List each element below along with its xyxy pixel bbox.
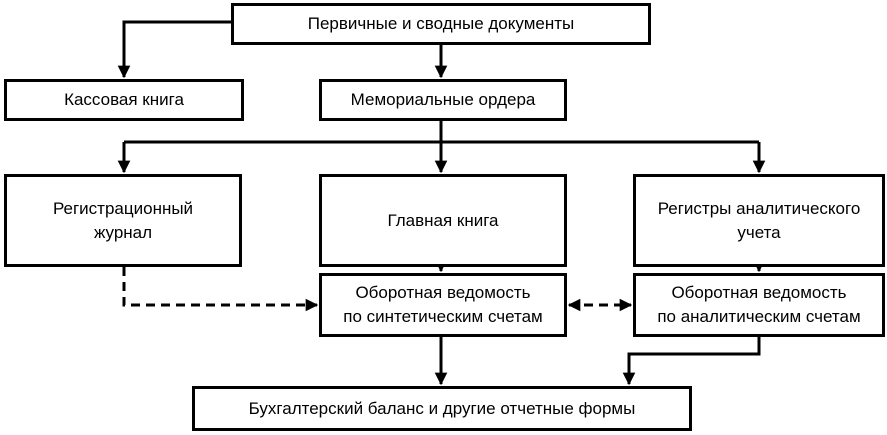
node-memorial-orders-label: Мемориальные ордера [350, 90, 536, 109]
node-turnover-synthetic-line2: по синтетическим счетам [343, 307, 543, 326]
node-registration-journal: Регистрационный журнал [4, 174, 242, 267]
node-analytic-registers-line1: Регистры аналитического [657, 198, 861, 218]
node-turnover-synthetic: Оборотная ведомость по синтетическим сче… [319, 273, 567, 337]
node-registration-journal-line1: Регистрационный [52, 198, 194, 218]
node-cash-book: Кассовая книга [4, 79, 244, 121]
node-turnover-analytic-line1: Оборотная ведомость [671, 283, 847, 302]
node-general-ledger: Главная книга [319, 174, 567, 267]
node-analytic-registers: Регистры аналитического учета [633, 174, 885, 267]
node-balance-and-reports-label: Бухгалтерский баланс и другие отчетные ф… [248, 398, 636, 418]
node-turnover-analytic: Оборотная ведомость по аналитическим сче… [633, 273, 885, 337]
node-registration-journal-line2: журнал [93, 222, 153, 242]
arrow-primary-to-cash-book [117, 20, 231, 79]
node-primary-documents-label: Первичные и сводные документы [307, 14, 575, 33]
node-balance-and-reports: Бухгалтерский баланс и другие отчетные ф… [192, 386, 692, 431]
arrow-turnover-analytic-to-balance [622, 337, 761, 386]
node-analytic-registers-line2: учета [737, 222, 781, 242]
dashed-arrow-journal-to-turnover-synthetic [122, 267, 319, 312]
node-turnover-analytic-line2: по аналитическим счетам [657, 307, 861, 326]
node-primary-documents: Первичные и сводные документы [231, 3, 651, 45]
node-memorial-orders: Мемориальные ордера [319, 79, 567, 121]
node-turnover-synthetic-line1: Оборотная ведомость [355, 283, 531, 302]
node-cash-book-label: Кассовая книга [64, 90, 184, 109]
node-general-ledger-label: Главная книга [387, 210, 499, 230]
